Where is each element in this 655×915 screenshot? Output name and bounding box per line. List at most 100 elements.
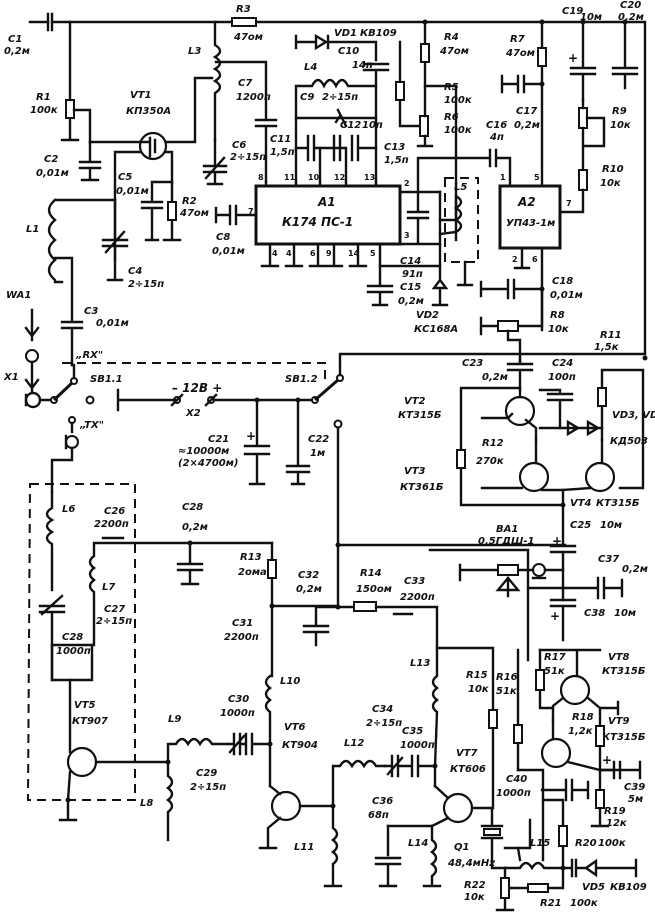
r18-value: 1,2к xyxy=(568,726,593,737)
ic-a2: A2 УП43-1м 1 5 7 2 6 xyxy=(498,173,572,332)
r7-value: 47ом xyxy=(505,48,535,59)
resistor-r15: R15 10к xyxy=(435,646,498,810)
resistor-r20: R20 100к xyxy=(541,798,626,870)
resistor-r16: R16 51к xyxy=(496,648,523,772)
capacitor-c22: C22 1м xyxy=(285,397,329,486)
transistor-vt3: VT3 КТ361Б xyxy=(400,438,565,507)
potentiometer-r6: R6 100к xyxy=(416,84,472,148)
a1-pin-14: 14 xyxy=(348,249,360,258)
r20-ref: R20 xyxy=(575,838,597,849)
l8-ref: L8 xyxy=(140,798,153,809)
amp-bias-loop xyxy=(456,368,645,507)
vt5-part: КТ907 xyxy=(72,716,108,727)
vt4-part: КТ315Б xyxy=(596,498,640,509)
c33-value: 2200п xyxy=(400,592,435,603)
c20-value: 0,2м xyxy=(618,12,644,23)
c8-value: 0,01м xyxy=(212,246,245,257)
vt5-ref: VT5 xyxy=(74,700,96,711)
capacitor-c5: C5 0,01м xyxy=(116,172,174,242)
resistor-r2: R2 47ом xyxy=(162,180,209,242)
r22-ref: R22 xyxy=(464,880,486,891)
varicap-vd1: VD1 КВ109 xyxy=(294,28,397,62)
diodes-vd3-vd4: VD3, VD4 КД503 xyxy=(610,410,655,447)
crystal-q1: Q1 48,4мНz xyxy=(447,806,507,870)
c3-ref: C3 xyxy=(84,306,98,317)
c30-value: 1000п xyxy=(220,708,255,719)
c8-ref: C8 xyxy=(216,232,230,243)
vt8-part: КТ315Б xyxy=(602,666,646,677)
inductor-l11: L11 xyxy=(294,803,343,888)
c23-ref: C23 xyxy=(462,358,483,369)
x2-polarity-voltage: – 12В + xyxy=(172,381,222,395)
power-input-x2: – 12В + X2 xyxy=(116,381,314,419)
r20-value: 100к xyxy=(598,838,626,849)
a1-pin-9: 9 xyxy=(326,249,332,258)
c38-value: 10м xyxy=(614,608,636,619)
vt7-part: КТ606 xyxy=(450,764,486,775)
c35-value: 1000п xyxy=(400,740,435,751)
vt1-part: КП350А xyxy=(126,106,171,117)
capacitor-c26: C26 2200п xyxy=(94,506,129,540)
inductor-l1: L1 xyxy=(26,198,117,322)
l10-ref: L10 xyxy=(280,676,300,687)
a1-pin-13: 13 xyxy=(364,173,375,182)
capacitor-c27: C27 2÷15п xyxy=(96,604,132,627)
capacitor-c33: C33 2200п xyxy=(392,576,435,616)
a2-pin-2: 2 xyxy=(512,255,518,264)
c6-value: 2÷15п xyxy=(230,152,266,163)
r3-value: 47ом xyxy=(233,32,263,43)
a1-pin-4b: 4 xyxy=(286,249,292,258)
inductor-l10: L10 xyxy=(264,674,300,788)
c17-value: 0,2м xyxy=(514,120,540,131)
c38-ref: C38 xyxy=(584,608,605,619)
c2-ref: C2 xyxy=(44,154,58,165)
capacitor-c39: + C39 5м xyxy=(598,753,645,805)
a1-ref: A1 xyxy=(317,195,336,209)
c6-ref: C6 xyxy=(232,140,246,151)
c39-value: 5м xyxy=(628,794,643,805)
c27-value: 2÷15п xyxy=(96,616,132,627)
inductor-l14: L14 xyxy=(408,824,442,888)
a1-pin-7: 7 xyxy=(248,207,254,216)
inductor-l5: L5 xyxy=(438,177,479,287)
c5-value: 0,01м xyxy=(116,186,149,197)
switch-linkage xyxy=(62,362,326,384)
transistor-vt8: VT8 КТ315Б xyxy=(538,648,646,722)
c30-ref: C30 xyxy=(228,694,249,705)
transistor-vt4: VT4 КТ315Б xyxy=(560,438,640,509)
vd34-part: КД503 xyxy=(610,436,648,447)
resistor-r13: R13 2ома xyxy=(238,541,340,609)
transistor-vt7: VT7 КТ606 xyxy=(386,748,494,828)
inductor-l3: L3 xyxy=(188,20,222,142)
tx-module-outline xyxy=(26,483,136,801)
r21-value: 100к xyxy=(570,898,598,909)
c21-value: ≈10000м xyxy=(178,446,229,457)
capacitor-c18: C18 0,01м xyxy=(479,276,583,301)
c21-plus: + xyxy=(246,429,256,443)
a1-pin-10: 10 xyxy=(308,173,320,182)
zener-vd2: VD2 КС168А xyxy=(414,190,458,335)
vt6-ref: VT6 xyxy=(284,722,306,733)
c9-value: 2÷15п xyxy=(322,92,358,103)
r11-ref: R11 xyxy=(600,330,622,341)
c4-value: 2÷15п xyxy=(128,279,164,290)
resistor-r11: R11 1,5к xyxy=(594,330,648,361)
top-rail xyxy=(28,12,647,354)
l9-ref: L9 xyxy=(168,714,181,725)
c34-value: 2÷15п xyxy=(366,718,402,729)
resistor-r5: R5 100к xyxy=(395,40,472,128)
c25-ref: C25 xyxy=(570,520,591,531)
c36-ref: C36 xyxy=(372,796,393,807)
capacitor-c28: C28 0,2м xyxy=(176,502,208,586)
vt1-ref: VT1 xyxy=(130,90,152,101)
x1-ref: X1 xyxy=(3,372,19,383)
c10-ref: C10 xyxy=(338,46,359,57)
capacitor-c35: C35 1000п xyxy=(400,726,435,751)
l1-ref: L1 xyxy=(26,224,39,235)
c16-ref: C16 xyxy=(486,120,507,131)
a1-part: К174 ПС-1 xyxy=(282,215,353,229)
capacitor-c21: + C21 ≈10000м (2×4700м) xyxy=(178,397,271,486)
vd5-ref: VD5 xyxy=(582,882,605,893)
r4-value: 47ом xyxy=(439,46,469,57)
vt9-part: КТ315Б xyxy=(602,732,646,743)
